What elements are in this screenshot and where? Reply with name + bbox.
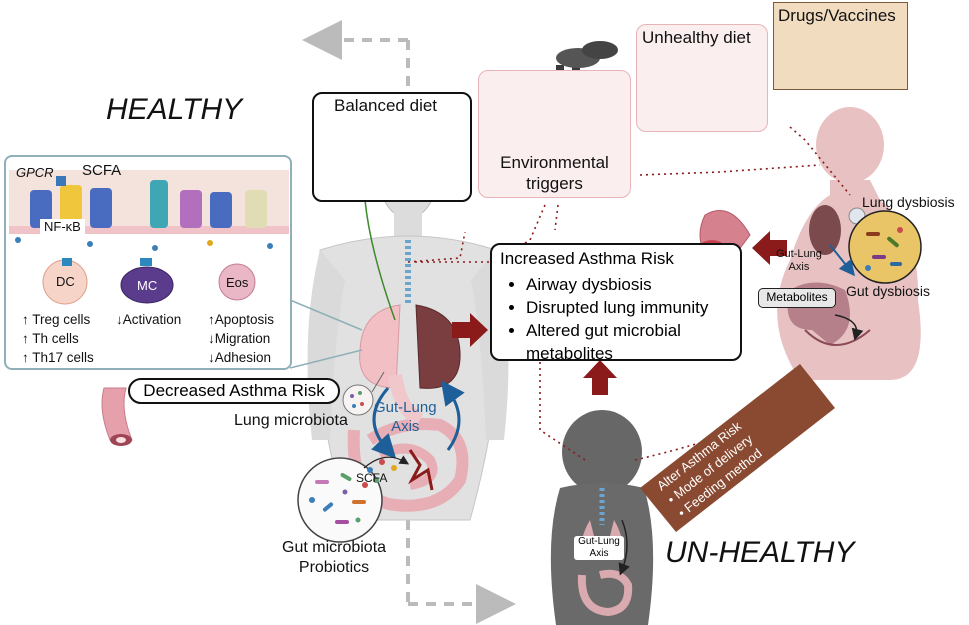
lung-microbiota-label: Lung microbiota [234, 412, 348, 429]
environmental-label-line1: Environmental [500, 153, 609, 172]
drugs-vaccines-box [773, 2, 908, 90]
gut-microbiota-line2: Probiotics [298, 559, 370, 576]
child-axis-arrow [618, 519, 630, 576]
risk-item-immunity: Disrupted lung immunity [526, 296, 732, 319]
unhealthy-diet-box [636, 24, 768, 132]
eos-effect-1: ↑Apoptosis [208, 312, 275, 327]
mother-axis-label: Gut-Lung Axis [776, 248, 822, 274]
mother-axis-line1: Gut-Lung [776, 248, 822, 260]
red-block-arrows [452, 231, 787, 395]
drugs-vaccines-label: Drugs/Vaccines [778, 6, 896, 25]
inset-connector-bottom [289, 349, 363, 369]
dc-effects: ↑ Treg cells ↑ Th cells ↑ Th17 cells [22, 310, 94, 367]
risk-item-metabolites: Altered gut microbial metabolites [526, 319, 732, 365]
alter-risk-banner [640, 364, 835, 532]
lung-dysbiosis-label: Lung dysbiosis [862, 194, 955, 210]
environmental-triggers-box [478, 70, 631, 198]
metabolites-arrow [834, 314, 864, 341]
metabolites-tag: Metabolites [758, 288, 836, 308]
dc-effect-3: ↑ Th17 cells [22, 350, 94, 365]
gut-lung-axis-arrows [371, 380, 465, 459]
increased-risk-list: Airway dysbiosis Disrupted lung immunity… [500, 273, 732, 365]
nfkb-label: NF-κB [40, 219, 85, 234]
eos-effect-3: ↓Adhesion [208, 350, 272, 365]
immune-inset-panel [4, 155, 292, 370]
mc-cell-label: MC [137, 278, 158, 293]
eos-cell-label: Eos [226, 275, 249, 290]
gut-microbiota-circle [297, 457, 383, 543]
scfa-gut-label: SCFA [356, 471, 388, 485]
child-axis-line1: Gut-Lung [578, 536, 620, 547]
gut-microbiota-label: Gut microbiota Probiotics [282, 538, 386, 578]
increased-risk-box: Increased Asthma Risk Airway dysbiosis D… [490, 243, 742, 363]
child-axis-line2: Axis [589, 548, 609, 559]
mother-axis-arrow [829, 244, 855, 277]
risk-item-airway: Airway dysbiosis [526, 273, 732, 296]
unhealthy-heading: UN-HEALTHY [665, 536, 855, 569]
inset-epithelium [9, 170, 289, 251]
child-silhouette [550, 410, 654, 625]
gut-lung-axis-label: Gut-Lung Axis [374, 398, 437, 436]
mc-effect-1: ↓Activation [116, 312, 182, 327]
eos-effects: ↑Apoptosis ↓Migration ↓Adhesion [208, 310, 274, 367]
environmental-triggers-label: Environmental triggers [478, 152, 631, 194]
mother-axis-line2: Axis [788, 261, 810, 273]
balanced-diet-label: Balanced diet [334, 96, 438, 115]
gut-dysbiosis-circle [848, 210, 922, 284]
healthy-heading: HEALTHY [106, 93, 243, 126]
gut-lung-axis-line1: Gut-Lung [374, 399, 437, 416]
gut-blood-vessels [408, 449, 434, 491]
scfa-dots [363, 455, 410, 483]
lung-microbiota-circle [342, 384, 374, 416]
child-axis-label: Gut-Lung Axis [574, 536, 624, 560]
balanced-diet-box [312, 92, 472, 202]
gut-lung-axis-line2: Axis [391, 418, 420, 435]
grey-dashed-arrows [302, 20, 516, 624]
unhealthy-diet-label: Unhealthy diet [642, 28, 751, 47]
inset-cells [42, 258, 256, 305]
mc-effects: ↓Activation [116, 310, 181, 329]
gut-dysbiosis-label: Gut dysbiosis [846, 283, 931, 299]
dc-cell-label: DC [56, 274, 75, 289]
increased-risk-title: Increased Asthma Risk [500, 249, 674, 268]
airway-healthy-icon [101, 387, 133, 446]
inset-connector-top [289, 299, 363, 331]
dc-effect-2: ↑ Th cells [22, 331, 79, 346]
gut-microbiota-line1: Gut microbiota [282, 539, 387, 556]
decreased-risk-pill: Decreased Asthma Risk [128, 378, 340, 404]
lung-microbiota-connector [371, 371, 385, 393]
dc-effect-1: ↑ Treg cells [22, 312, 91, 327]
scfa-inset-label: SCFA [82, 162, 122, 179]
diet-line [364, 199, 396, 321]
environmental-label-line2: triggers [526, 174, 583, 193]
gpcr-label: GPCR [16, 165, 54, 180]
eos-effect-2: ↓Migration [208, 331, 271, 346]
